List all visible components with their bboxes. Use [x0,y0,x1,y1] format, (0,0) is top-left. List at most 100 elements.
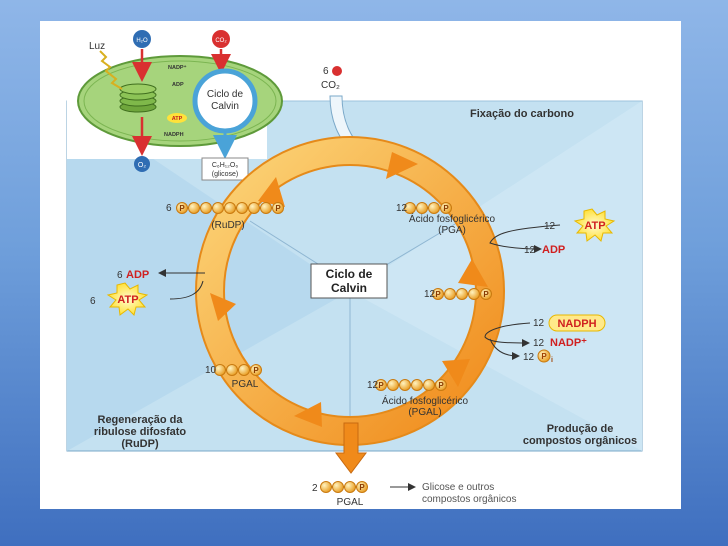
glucose-formula: C₆H₁₂O₆ [212,162,238,169]
cycle-arrowhead-5 [210,293,236,321]
rudp-phosphate-label: P [179,204,185,213]
nadp-count: 12 [533,338,545,349]
pi-ball-icon [537,349,551,363]
region-label-fixation: Fixação do carbono [470,108,574,120]
region-label-regeneration-3: (RuDP) [121,438,159,450]
region-label-regeneration-1: Regeneração da [98,414,184,426]
o2-label: O₂ [138,162,146,169]
rudp-carbon-ball [188,202,200,214]
co2-label-inset: CO₂ [215,38,227,44]
rudp-carbon-ball [236,202,248,214]
bisphosphate-phosphate-label: P [435,290,441,299]
pgal_top-carbon-ball [423,379,435,391]
pgal_out-phosphate-ball [356,481,368,493]
inset-nadp-label: NADP⁺ [168,64,187,71]
light-ray-icon [99,50,123,90]
rudp-carbon-ball [260,202,272,214]
pgal-top-count: 12 [367,380,379,391]
cycle-arrowhead-3 [442,359,470,387]
rudp-carbon-ball [224,202,236,214]
pgal_out-phosphate-label: P [359,483,365,492]
pgal_left-carbon-ball [226,364,238,376]
co2-count: 6 [323,66,329,77]
rudp-phosphate-label: P [275,204,281,213]
h2o-ball-icon [133,30,151,48]
co2-ball-icon-inset [212,30,230,48]
bisphosphate-count: 12 [424,289,436,300]
pi-label: P [541,352,547,361]
pgal-top-name-2: (PGAL) [408,407,441,418]
pgal_left-phosphate-label: P [253,366,259,375]
center-label-1: Ciclo de [326,267,373,281]
atp-right-label: ATP [584,220,605,232]
region-label-regeneration-2: ribulose difosfato [94,426,187,438]
rudp-carbon-ball [248,202,260,214]
adp-left-label: ADP [126,269,149,281]
inset-atp-burst-icon [167,113,187,123]
nadph-count: 12 [533,318,545,329]
bisphosphate-phosphate-ball [480,288,492,300]
rudp-count: 6 [166,203,172,214]
pgal-output-arrow [335,422,367,474]
mini-cycle-label-2: Calvin [211,101,239,112]
atp-right-count: 12 [544,221,556,232]
co2-ball-icon [332,66,342,76]
glucose-label: (glicose) [212,171,238,178]
rudp-carbon-ball [212,202,224,214]
inset-adp-label: ADP [172,82,184,88]
output-label-2: compostos orgânicos [422,494,517,505]
cycle-arrowhead-1 [386,152,418,179]
rudp-phosphate-ball [272,202,284,214]
region-label-production-1: Produção de [547,423,614,435]
pga-carbon-ball [416,202,428,214]
pga-phosphate-ball [440,202,452,214]
pgal_top-carbon-ball [411,379,423,391]
cycle-arrowhead-4 [294,402,322,427]
pgal_top-phosphate-label: P [438,381,444,390]
atp-right-burst-icon [573,208,616,242]
pgal-left-name: PGAL [232,379,259,390]
pgal-top-name-1: Ácido fosfoglicérico [382,394,469,407]
pga-carbon-ball [404,202,416,214]
nadph-badge [548,314,606,332]
chloroplast-inset: Luz H₂O O₂ CO₂ Ciclo de Calvin C₆H₁₂O₆ (… [67,30,283,181]
pgal-left-count: 10 [205,365,217,376]
center-label-2: Calvin [331,281,367,295]
grana-stack-icon [119,83,157,113]
h2o-label: H₂O [136,38,148,44]
atp-left-count: 6 [90,296,96,307]
pgal_top-phosphate-ball [375,379,387,391]
pga-name-2: (PGA) [438,225,466,236]
pga-phosphate-label: P [443,204,449,213]
bisphosphate-carbon-ball [444,288,456,300]
atp-left-burst-icon [106,282,149,316]
mini-cycle-label-1: Ciclo de [207,89,244,100]
atp-left-label: ATP [117,294,138,306]
inset-nadph-label: NADPH [164,132,184,138]
adp-right-label: ADP [542,244,565,256]
rudp-carbon-ball [200,202,212,214]
rudp-name: (RuDP) [211,220,244,231]
bisphosphate-carbon-ball [456,288,468,300]
pgal_out-carbon-ball [320,481,332,493]
bisphosphate-phosphate-ball [432,288,444,300]
cycle-arrowhead-6 [258,177,285,207]
nadph-label: NADPH [557,318,596,330]
pgal-out-name: PGAL [337,497,364,508]
o2-ball-icon [134,156,150,172]
pgal_left-carbon-ball [214,364,226,376]
region-label-production-2: compostos orgânicos [523,435,637,447]
pgal-out-count: 2 [312,483,318,494]
adp-left-count: 6 [117,270,123,281]
cycle-arrowhead-2 [458,259,488,287]
pgal_top-phosphate-label: P [378,381,384,390]
rudp-phosphate-ball [176,202,188,214]
pi-subscript: i [551,357,553,364]
output-label-1: Glicose e outros [422,482,494,493]
calvin-cycle-diagram: Fixação do carbono Regeneração da ribulo… [66,30,643,508]
center-label-box [310,263,388,299]
luz-label: Luz [89,41,105,52]
bisphosphate-carbon-ball [468,288,480,300]
nadp-label: NADP⁺ [550,337,587,349]
